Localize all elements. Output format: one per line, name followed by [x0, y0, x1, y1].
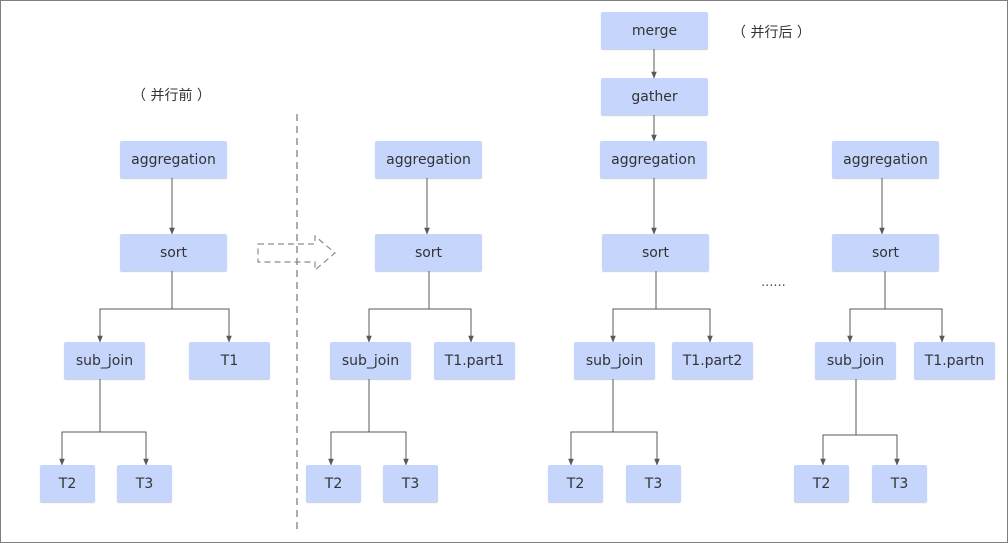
label-after-parallel: （ 并行后 ） [732, 25, 811, 41]
node-t2: T2 [306, 465, 361, 502]
arrow-sort-to-subjoin [610, 271, 657, 343]
arrow-sort-to-subjoin [847, 271, 886, 343]
node-t2: T2 [40, 465, 95, 502]
node-aggregation: aggregation [120, 141, 227, 178]
node-t1-partn: T1.partn [914, 342, 995, 379]
arrow-subjoin-to-t3 [856, 434, 900, 466]
node-sub-join: sub_join [574, 342, 655, 379]
transform-arrow-icon [257, 234, 336, 272]
node-t1-part2: T1.part2 [672, 342, 753, 379]
node-sub-join: sub_join [330, 342, 411, 379]
arrow-subjoin-to-t2 [568, 379, 614, 466]
arrow-subjoin-to-t3 [369, 431, 409, 466]
arrow-sort-to-subjoin [366, 271, 430, 343]
ellipsis-label: ...... [761, 275, 786, 290]
node-t2: T2 [548, 465, 603, 502]
arrow-sort-to-subjoin [97, 271, 173, 343]
arrow-sort-to-t1 [172, 308, 232, 343]
node-sub-join: sub_join [815, 342, 896, 379]
node-sort: sort [120, 234, 227, 271]
node-aggregation: aggregation [832, 141, 939, 178]
node-t3: T3 [872, 465, 927, 502]
node-sort: sort [602, 234, 709, 271]
arrow-sort-to-part [429, 308, 474, 343]
node-t2: T2 [794, 465, 849, 502]
node-gather: gather [601, 78, 708, 115]
arrow-sort-to-part [656, 308, 713, 343]
node-aggregation: aggregation [375, 141, 482, 178]
node-merge: merge [601, 12, 708, 49]
arrow-subjoin-to-t2 [59, 379, 101, 466]
node-sort: sort [375, 234, 482, 271]
node-t3: T3 [383, 465, 438, 502]
node-t3: T3 [117, 465, 172, 502]
label-before-parallel: （ 并行前 ） [132, 88, 211, 104]
node-t1: T1 [189, 342, 270, 379]
arrow-subjoin-to-t2 [820, 379, 857, 466]
arrow-subjoin-to-t2 [328, 379, 370, 466]
node-t1-part1: T1.part1 [434, 342, 515, 379]
arrow-sort-to-part [885, 308, 945, 343]
arrow-subjoin-to-t3 [100, 431, 149, 466]
node-t3: T3 [626, 465, 681, 502]
node-sort: sort [832, 234, 939, 271]
arrow-subjoin-to-t3 [613, 431, 660, 466]
node-aggregation: aggregation [600, 141, 707, 178]
node-sub-join: sub_join [64, 342, 145, 379]
